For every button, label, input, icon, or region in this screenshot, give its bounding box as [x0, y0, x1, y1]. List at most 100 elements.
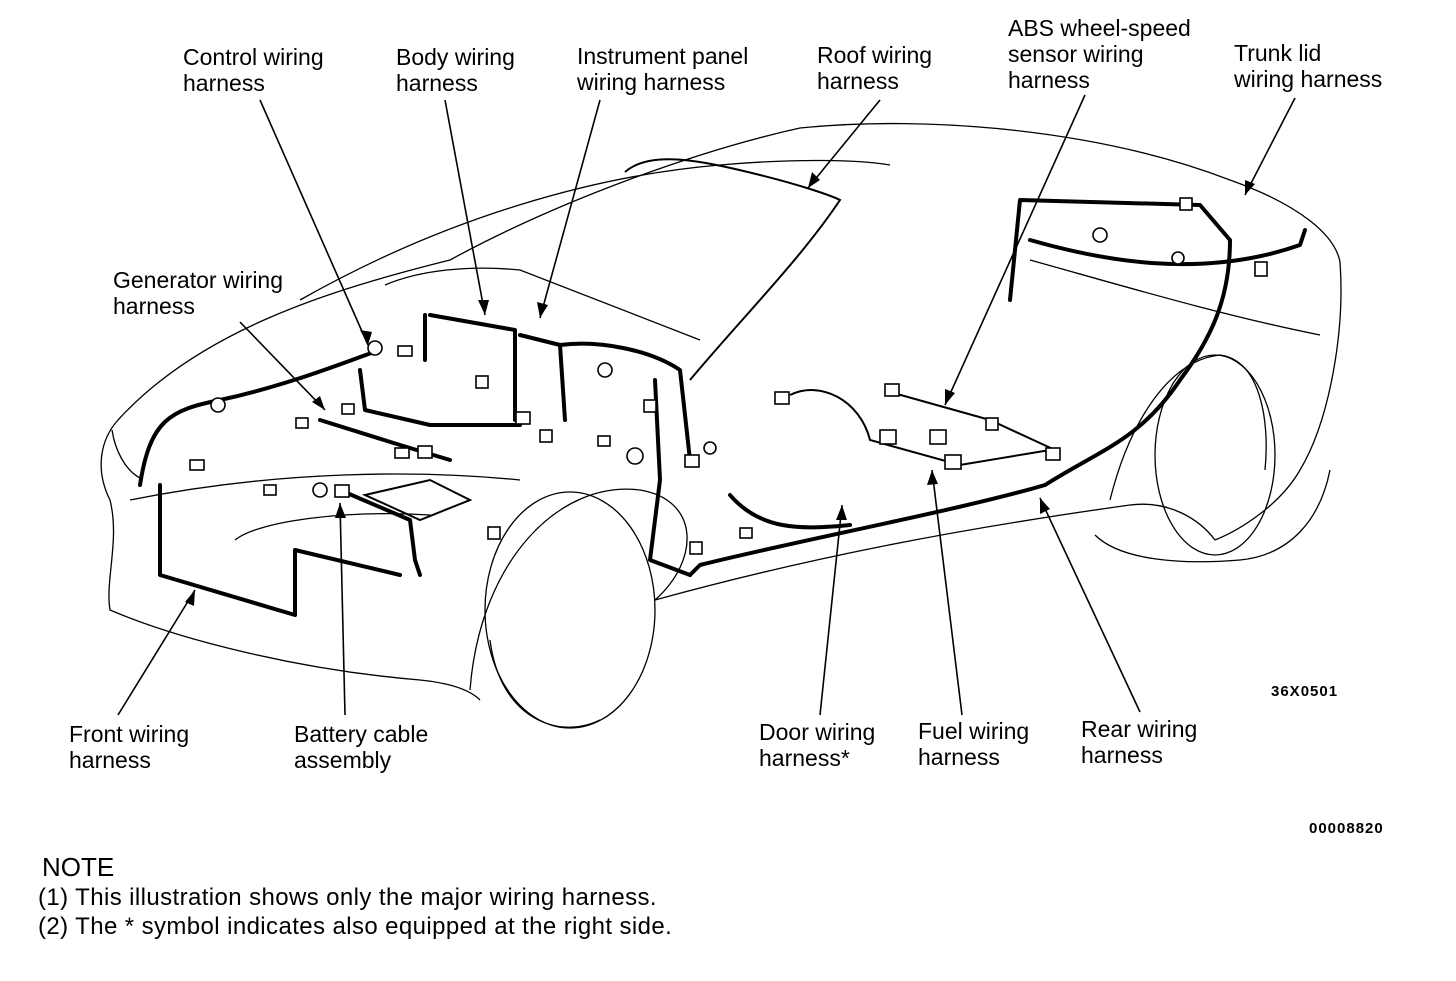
connector [689, 541, 703, 555]
connector [929, 429, 947, 445]
leader-lines [117, 94, 1296, 716]
connector [515, 411, 531, 425]
arrowhead [836, 505, 847, 520]
leader-roof [807, 99, 881, 189]
leader-trunk [1244, 97, 1296, 196]
arrowhead [537, 302, 548, 318]
arrowhead [312, 396, 325, 410]
note-line-1: (1) This illustration shows only the maj… [38, 884, 657, 911]
connector [539, 429, 553, 443]
body-harness-wire [423, 313, 517, 422]
note-title: NOTE [42, 852, 115, 882]
leader-abs [944, 94, 1086, 406]
connector [1179, 197, 1193, 211]
car-roof-line [299, 159, 891, 301]
connector [334, 484, 350, 498]
car-headlight [111, 429, 141, 479]
leader-door [819, 504, 843, 716]
connector [312, 482, 328, 498]
connector [475, 375, 489, 389]
connector [397, 345, 413, 357]
leader-control [259, 99, 369, 346]
front-wheel-tread [489, 639, 601, 728]
connector [879, 429, 897, 445]
connector [1254, 261, 1268, 277]
label-instrument-panel-wiring-harness: Instrument panel wiring harness [577, 43, 749, 95]
label-trunk-lid-wiring-harness: Trunk lid wiring harness [1234, 40, 1383, 92]
arrowhead [1245, 180, 1255, 195]
connector [944, 454, 962, 470]
connector-group [189, 197, 1268, 555]
label-rear-wiring-harness: Rear wiring harness [1081, 716, 1198, 768]
leader-rear [1039, 497, 1141, 713]
label-fuel-wiring-harness: Fuel wiring harness [918, 718, 1030, 770]
label-body-wiring-harness: Body wiring harness [396, 44, 515, 96]
connector [394, 447, 410, 459]
connector [189, 459, 205, 471]
connector [684, 454, 700, 468]
car-trunk-edge [1029, 259, 1321, 336]
generator-harness-wire [318, 418, 452, 462]
leader-generator [239, 321, 326, 411]
connector [210, 397, 226, 413]
rear-wheel [1154, 354, 1276, 556]
label-front-wiring-harness: Front wiring harness [69, 721, 190, 773]
connector [1092, 227, 1108, 243]
leader-front [117, 589, 196, 716]
connector [487, 526, 501, 540]
car-rocker-panel [654, 503, 1216, 601]
leader-battery [339, 502, 346, 716]
connector [295, 417, 309, 429]
connector [367, 340, 383, 356]
arrowhead [808, 172, 820, 188]
leader-fuel [931, 469, 963, 716]
connector [774, 391, 790, 405]
connector [597, 435, 611, 447]
car-front-bumper [100, 419, 481, 701]
front-wheel-arch [469, 488, 688, 691]
connector [263, 484, 277, 496]
connector [643, 399, 657, 413]
car-rear-bumper [1094, 469, 1331, 563]
document-code: 00008820 [1309, 820, 1384, 837]
battery-cable-wire [338, 488, 422, 577]
arrowhead [478, 300, 489, 315]
roof-harness-wire [624, 158, 842, 381]
instrument-harness-wire [518, 333, 692, 462]
leader-instrument [539, 99, 601, 319]
arrowhead [1040, 498, 1050, 514]
car-windshield [384, 267, 701, 341]
connector [597, 362, 613, 378]
connector [703, 441, 717, 455]
connector [739, 527, 753, 539]
trunk-harness-wire [1028, 228, 1307, 267]
car-beltline [129, 473, 521, 501]
arrowhead [945, 389, 955, 405]
arrowhead [927, 470, 938, 485]
leader-body [444, 99, 486, 316]
leader-arrowheads [185, 172, 1255, 606]
arrowhead [185, 590, 195, 606]
floor-harness-wire [728, 493, 852, 530]
connector [341, 403, 355, 415]
door-harness-wire [688, 483, 1047, 577]
connector [1045, 447, 1061, 461]
label-battery-cable-assembly: Battery cable assembly [294, 721, 429, 773]
front-wheel [484, 491, 656, 729]
connector [985, 417, 999, 431]
label-control-wiring-harness: Control wiring harness [183, 44, 324, 96]
connector [1171, 251, 1185, 265]
car-body-outline [117, 122, 1341, 421]
rear-wheel-arch [1109, 354, 1267, 501]
note-line-2: (2) The * symbol indicates also equipped… [38, 913, 673, 940]
illustration-code: 36X0501 [1271, 683, 1339, 700]
abs-harness-wire [889, 391, 1056, 451]
label-door-wiring-harness: Door wiring harness* [759, 719, 876, 771]
car-rear-body [1214, 261, 1342, 541]
connector [417, 445, 433, 459]
battery-tray [361, 478, 473, 522]
arrowhead [335, 503, 346, 518]
arrowhead [360, 330, 372, 345]
